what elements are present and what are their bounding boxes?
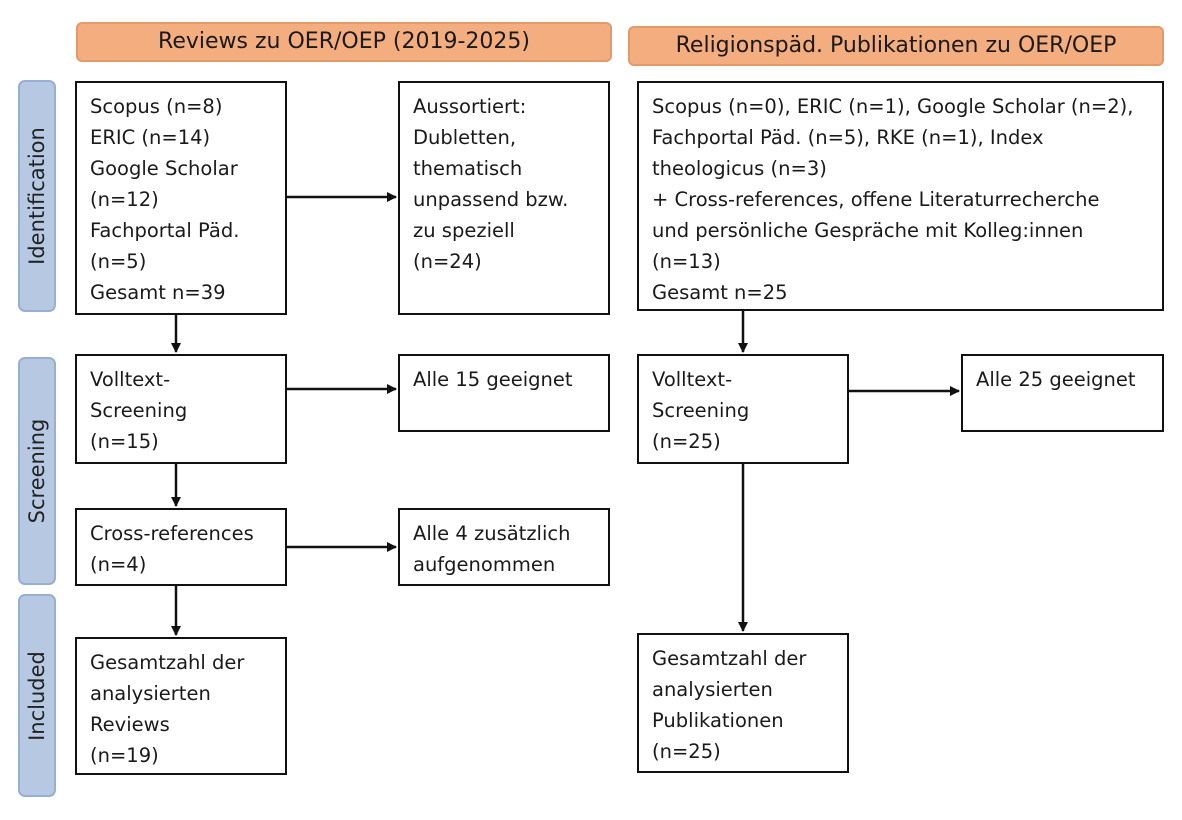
right-identification-box-line-5: und persönliche Gespräche mit Kolleg:inn… xyxy=(652,219,1084,242)
left-excluded-box-line-2: Dubletten, xyxy=(413,126,517,149)
right-identification-box-line-4: + Cross-references, offene Literaturrech… xyxy=(652,188,1100,211)
left-identification-box-line-7: Gesamt n=39 xyxy=(90,281,226,304)
right-fulltext-box-line-2: Screening xyxy=(652,399,750,422)
right-identification-box-line-3: theologicus (n=3) xyxy=(652,157,827,180)
header-religion: Religionspäd. Publikationen zu OER/OEP xyxy=(628,26,1164,66)
left-fulltext-box-line-3: (n=15) xyxy=(90,430,159,453)
left-included-box-line-1: Gesamtzahl der xyxy=(90,651,245,674)
right-identification-box-line-2: Fachportal Päd. (n=5), RKE (n=1), Index xyxy=(652,126,1044,149)
right-fulltext-box-line-1: Volltext- xyxy=(652,368,733,391)
left-excluded-box: Aussortiert: Dubletten, thematisch unpassen… xyxy=(398,81,610,315)
left-identification-box: Scopus (n=8) ERIC (n=14) Google Scholar (n=… xyxy=(75,81,287,315)
phase-included: Included xyxy=(18,594,56,797)
right-included-box-line-3: Publikationen xyxy=(652,709,784,732)
left-identification-box-line-1: Scopus (n=8) xyxy=(90,95,223,118)
left-excluded-box-line-6: (n=24) xyxy=(413,250,482,273)
left-included-box-line-2: analysierten xyxy=(90,682,211,705)
left-fulltext-result-box: Alle 15 geeignet xyxy=(398,354,610,432)
left-included-box-line-3: Reviews xyxy=(90,713,170,736)
left-excluded-box-line-5: zu speziell xyxy=(413,219,515,242)
left-crossref-box-line-2: (n=4) xyxy=(90,553,147,576)
header-reviews: Reviews zu OER/OEP (2019-2025) xyxy=(76,22,612,62)
phase-identification: Identification xyxy=(18,80,56,312)
left-crossref-box-line-1: Cross-references xyxy=(90,522,254,545)
left-identification-box-line-2: ERIC (n=14) xyxy=(90,126,211,149)
left-identification-box-line-5: Fachportal Päd. xyxy=(90,219,240,242)
left-crossref-box: Cross-references (n=4) xyxy=(75,508,287,586)
right-included-box-line-4: (n=25) xyxy=(652,740,721,763)
right-fulltext-box-line-3: (n=25) xyxy=(652,430,721,453)
left-fulltext-box-line-1: Volltext- xyxy=(90,368,171,391)
left-excluded-box-line-3: thematisch xyxy=(413,157,523,180)
right-fulltext-result-box-line-1: Alle 25 geeignet xyxy=(976,368,1136,391)
left-excluded-box-line-4: unpassend bzw. xyxy=(413,188,569,211)
right-identification-box-line-1: Scopus (n=0), ERIC (n=1), Google Scholar… xyxy=(652,95,1134,118)
left-crossref-result-box-line-1: Alle 4 zusätzlich xyxy=(413,522,571,545)
right-included-box-line-1: Gesamtzahl der xyxy=(652,647,807,670)
right-included-box-line-2: analysierten xyxy=(652,678,773,701)
right-fulltext-box: Volltext- Screening (n=25) xyxy=(637,354,849,464)
left-identification-box-line-6: (n=5) xyxy=(90,250,147,273)
left-excluded-box-line-1: Aussortiert: xyxy=(413,95,527,118)
right-fulltext-result-box: Alle 25 geeignet xyxy=(961,354,1164,432)
left-identification-box-line-3: Google Scholar xyxy=(90,157,238,180)
left-included-box-line-4: (n=19) xyxy=(90,744,159,767)
right-identification-box-line-7: Gesamt n=25 xyxy=(652,281,788,304)
right-identification-box: Scopus (n=0), ERIC (n=1), Google Scholar… xyxy=(637,81,1164,311)
phase-screening: Screening xyxy=(18,357,56,585)
right-identification-box-line-6: (n=13) xyxy=(652,250,721,273)
left-crossref-result-box: Alle 4 zusätzlich aufgenommen xyxy=(398,508,610,586)
left-fulltext-result-box-line-1: Alle 15 geeignet xyxy=(413,368,573,391)
left-crossref-result-box-line-2: aufgenommen xyxy=(413,553,556,576)
left-fulltext-box-line-2: Screening xyxy=(90,399,188,422)
left-identification-box-line-4: (n=12) xyxy=(90,188,159,211)
left-fulltext-box: Volltext- Screening (n=15) xyxy=(75,354,287,464)
